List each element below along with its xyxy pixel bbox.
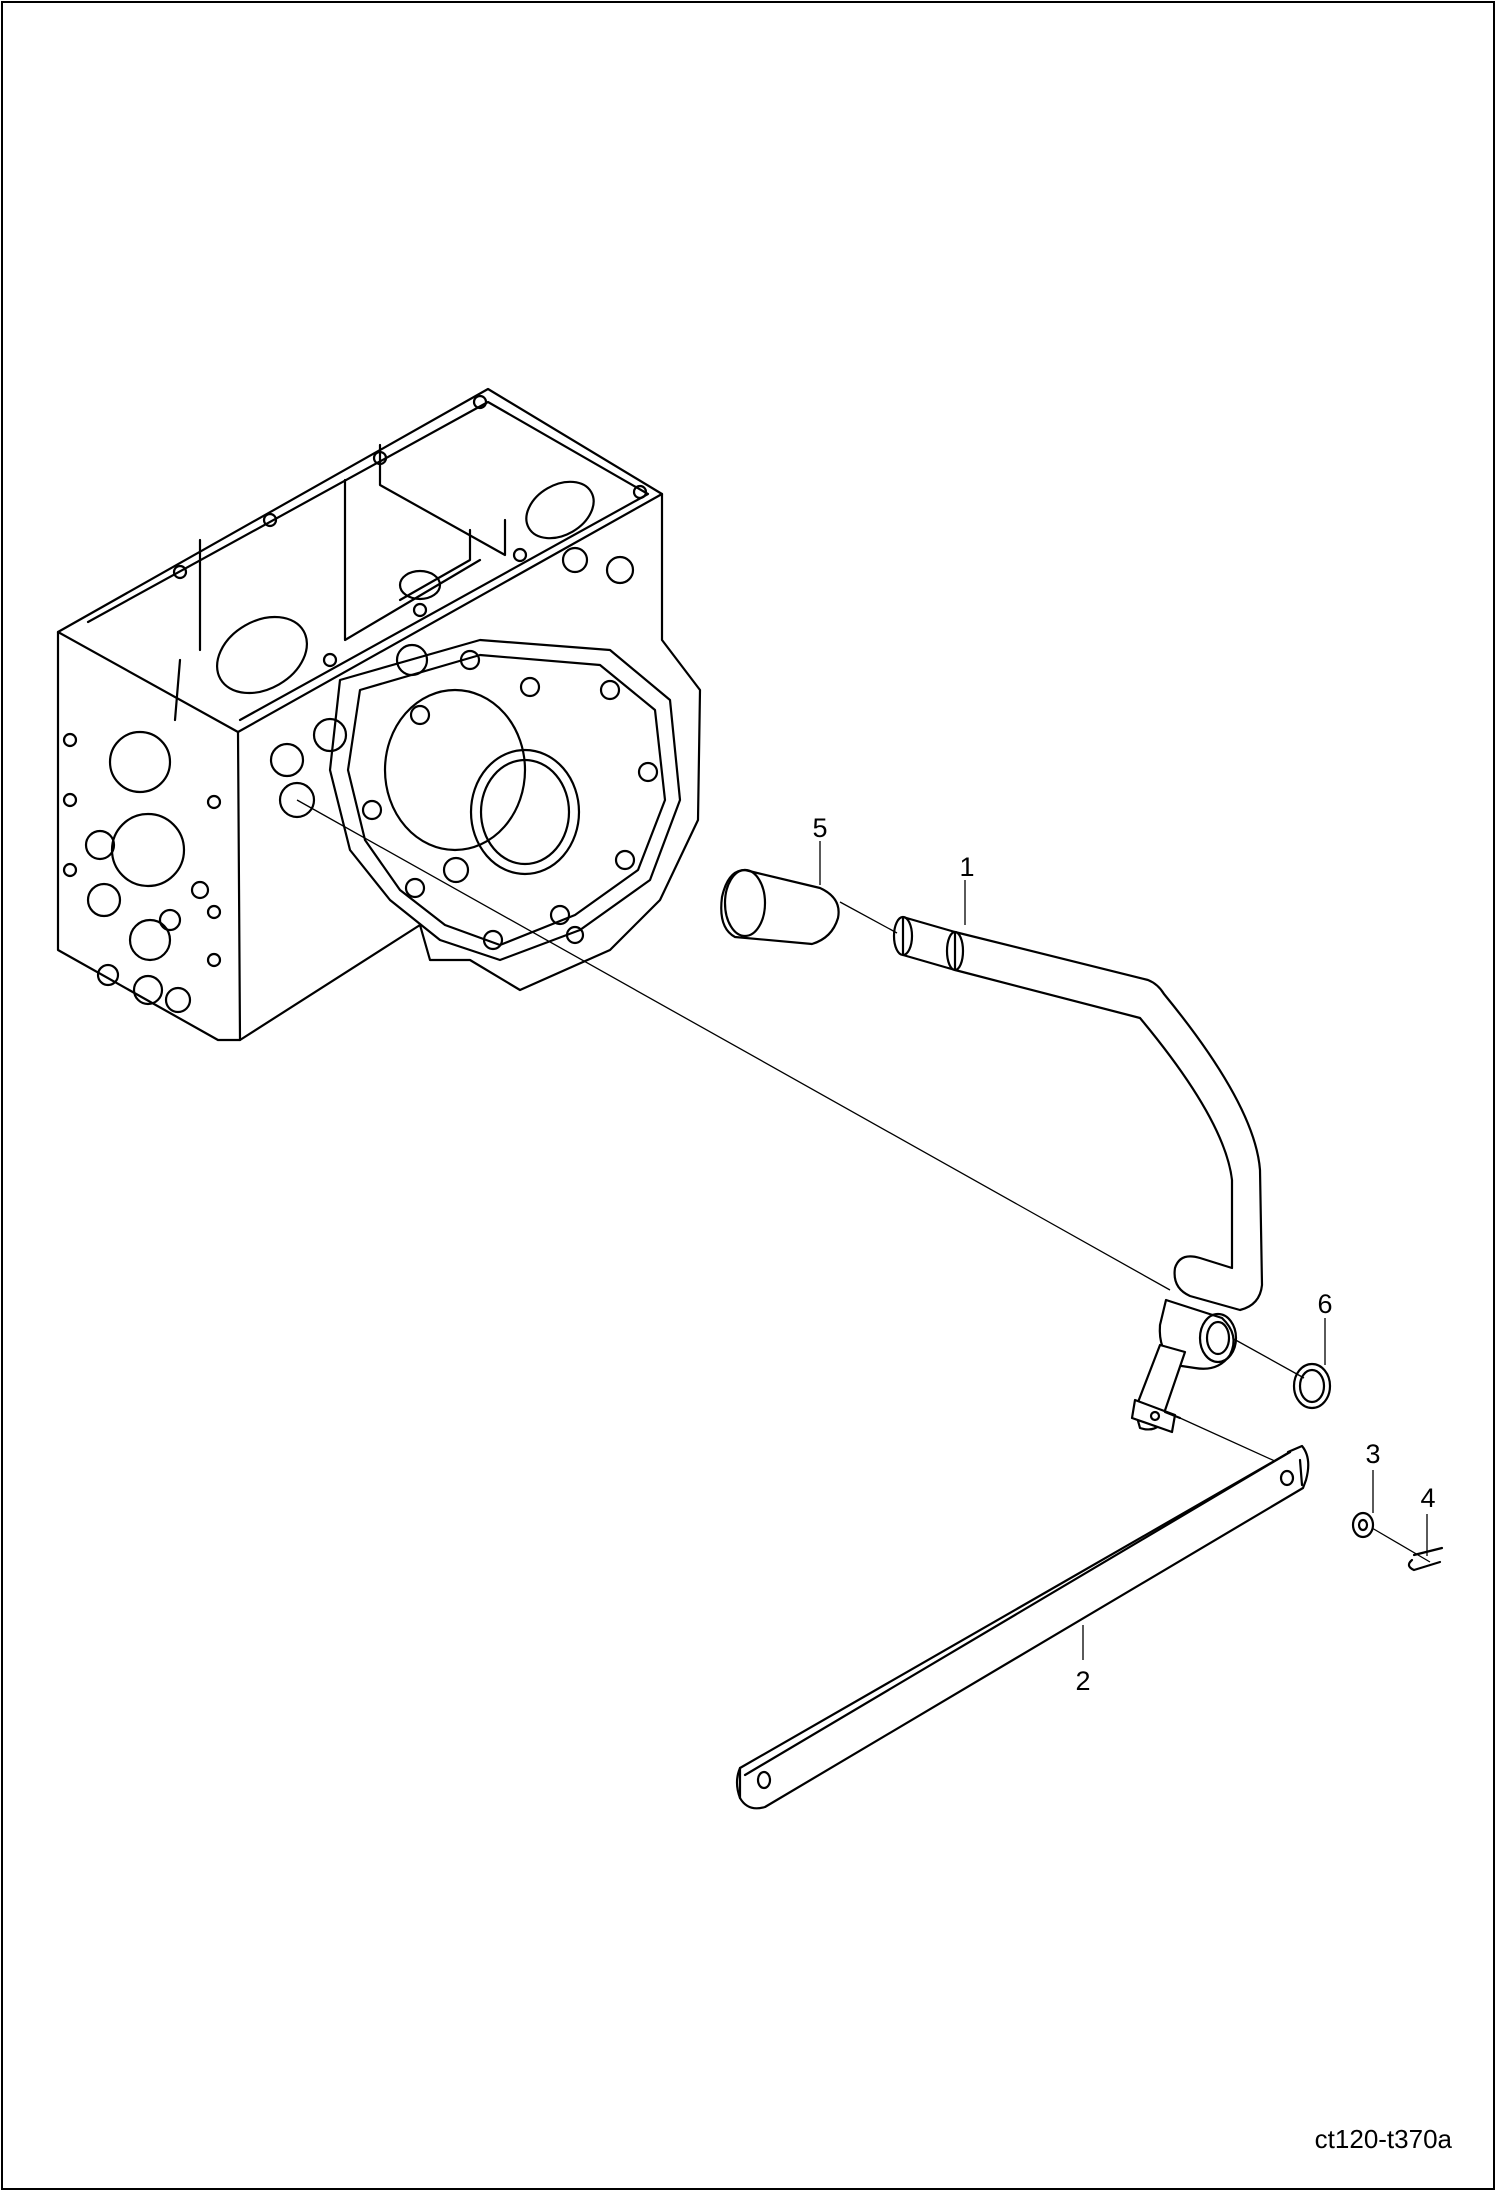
- part-1-lever: [892, 915, 1264, 1434]
- callout-2: 2: [1075, 1666, 1090, 1696]
- figure-id: ct120-t370a: [1314, 2124, 1452, 2154]
- callout-leaders: [819, 841, 1428, 1660]
- part-2-link-rod: [735, 1444, 1310, 1810]
- callout-3: 3: [1365, 1439, 1380, 1469]
- part-4-cotter-pin: [1407, 1546, 1444, 1572]
- callouts: 5 1 6 3 4 2: [812, 813, 1435, 1696]
- alignment-lines: [296, 799, 1431, 1563]
- callout-1: 1: [959, 852, 974, 882]
- transmission-housing: [56, 387, 702, 1042]
- callout-4: 4: [1420, 1483, 1435, 1513]
- callout-5: 5: [812, 813, 827, 843]
- part-3-washer: [1351, 1511, 1375, 1539]
- part-6-snap-ring: [1292, 1362, 1332, 1410]
- part-5-knob: [720, 868, 840, 946]
- callout-6: 6: [1317, 1289, 1332, 1319]
